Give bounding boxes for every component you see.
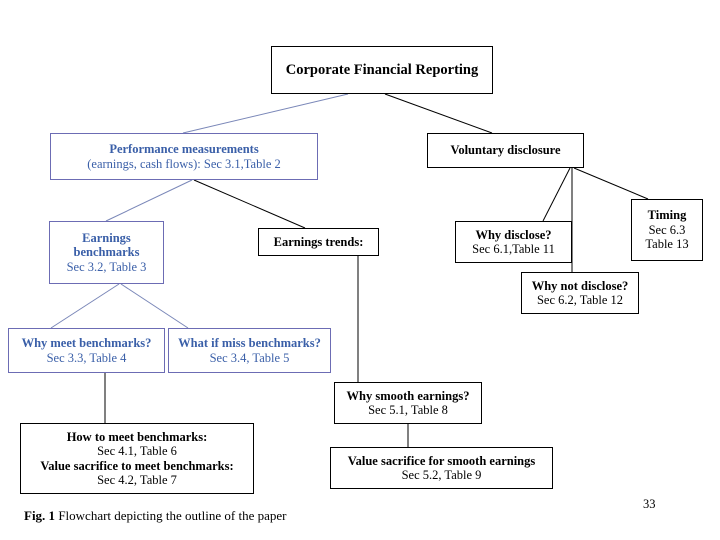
node-line: Value sacrifice for smooth earnings [347, 453, 536, 468]
node-line: Earnings [82, 230, 131, 245]
edge-title-to-performance [182, 93, 349, 134]
node-line: Table 13 [645, 237, 689, 252]
node-line: Sec 5.2, Table 9 [401, 468, 482, 482]
node-line: Sec 4.1, Table 6 [97, 444, 177, 459]
node-line: Sec 5.1, Table 8 [368, 403, 448, 417]
node-earnings-benchmarks[interactable]: Earnings benchmarks Sec 3.2, Table 3 [49, 221, 164, 284]
figure-caption-text: Flowchart depicting the outline of the p… [58, 508, 287, 523]
node-line: Sec 6.1,Table 11 [472, 242, 555, 256]
node-line: (earnings, cash flows): Sec 3.1,Table 2 [87, 156, 281, 171]
edge-title-to-voluntary [384, 93, 493, 134]
node-what-if-miss-benchmarks[interactable]: What if miss benchmarks? Sec 3.4, Table … [168, 328, 331, 373]
figure-caption: Fig. 1 Flowchart depicting the outline o… [24, 508, 286, 524]
node-line: Why disclose? [475, 227, 552, 242]
node-line: Sec 4.2, Table 7 [97, 472, 177, 487]
node-why-not-disclose[interactable]: Why not disclose? Sec 6.2, Table 12 [521, 272, 639, 314]
node-earnings-trends[interactable]: Earnings trends: [258, 228, 379, 256]
node-line: Sec 3.2, Table 3 [66, 259, 147, 274]
edge-voluntary-to-timing [573, 167, 649, 200]
node-line: benchmarks [73, 245, 140, 260]
node-line: Timing [647, 208, 687, 223]
node-why-disclose[interactable]: Why disclose? Sec 6.1,Table 11 [455, 221, 572, 263]
node-line: Why meet benchmarks? [21, 336, 152, 351]
node-why-smooth-earnings[interactable]: Why smooth earnings? Sec 5.1, Table 8 [334, 382, 482, 424]
node-performance-measurements[interactable]: Performance measurements (earnings, cash… [50, 133, 318, 180]
node-line: Corporate Financial Reporting [285, 61, 479, 78]
node-timing[interactable]: Timing Sec 6.3 Table 13 [631, 199, 703, 261]
node-how-to-meet-benchmarks[interactable]: How to meet benchmarks: Sec 4.1, Table 6… [20, 423, 254, 494]
edge-performance-to-earnings-trends [193, 179, 306, 229]
node-value-sacrifice-for-smooth-earnings[interactable]: Value sacrifice for smooth earnings Sec … [330, 447, 553, 489]
node-line: Sec 3.4, Table 5 [209, 350, 290, 365]
node-line: Earnings trends: [273, 234, 364, 249]
edge-performance-to-earnings-benchmarks [105, 179, 193, 222]
node-line: Sec 3.3, Table 4 [46, 350, 127, 365]
node-corporate-financial-reporting[interactable]: Corporate Financial Reporting [271, 46, 493, 94]
edge-benchmarks-to-why-meet [50, 283, 120, 329]
node-line: Value sacrifice to meet benchmarks: [40, 458, 234, 473]
node-line: Performance measurements [109, 142, 259, 157]
node-line: Sec 6.2, Table 12 [536, 293, 624, 307]
node-line: What if miss benchmarks? [178, 336, 321, 351]
edge-voluntary-to-why-disclose [542, 167, 571, 222]
node-why-meet-benchmarks[interactable]: Why meet benchmarks? Sec 3.3, Table 4 [8, 328, 165, 373]
node-line: Why not disclose? [531, 278, 629, 293]
node-line: Sec 6.3 [648, 222, 686, 237]
node-line: Why smooth earnings? [346, 388, 470, 403]
node-line: Voluntary disclosure [450, 143, 561, 158]
node-line: How to meet benchmarks: [66, 429, 208, 444]
page-number: 33 [643, 497, 656, 511]
edge-benchmarks-to-what-if-miss [120, 283, 189, 329]
figure-caption-label: Fig. 1 [24, 508, 56, 523]
node-voluntary-disclosure[interactable]: Voluntary disclosure [427, 133, 584, 168]
